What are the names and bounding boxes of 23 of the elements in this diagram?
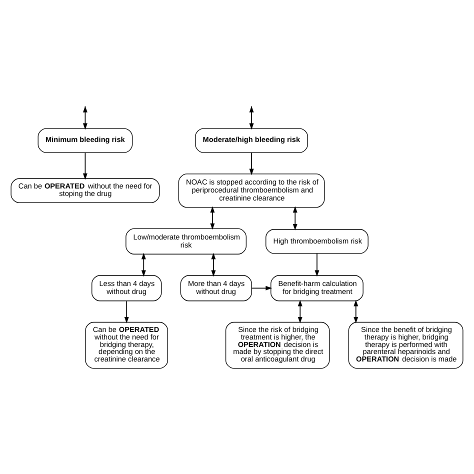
node-box: NOAC is stopped according to the risk of periprocedural thromboembolism and creatinine clearance (178, 173, 325, 208)
node-box: Less than 4 days without drug (92, 274, 162, 301)
arrow (292, 206, 298, 230)
arrow (141, 252, 146, 276)
node-box: Since the risk of bridging treatment is higher, the OPERATION decision is made by stopping the direct oral anticoagulant drug (225, 321, 330, 368)
arrow (249, 152, 254, 175)
node-box: Minimum bleeding risk (38, 128, 133, 152)
node-box: High thromboembolism risk (266, 228, 368, 254)
arrow (314, 252, 320, 276)
node-box: More than 4 days without drug (180, 274, 252, 301)
arrow (354, 299, 358, 323)
arrow (124, 300, 129, 323)
arrow (211, 252, 216, 276)
arrow (251, 285, 272, 290)
node-box: Benefit-harm calculation for bridging treatment (270, 274, 364, 301)
arrow (82, 152, 88, 180)
node-box: Moderate/high bleeding risk (195, 128, 308, 152)
arrow (210, 206, 215, 230)
node-box: Low/moderate thromboembolism risk (126, 228, 247, 254)
arrow (298, 299, 302, 323)
node-box: Since the benefit of bridging therapy is higher, bridging therapy is performed with parenteral heparinoids and OPERATION decision is made (348, 321, 464, 368)
node-box: Can be OPERATED without the need for bridging therapy, depending on the creatinine clearance (85, 321, 168, 368)
node-box: Can be OPERATED without the need for stoping the drug (10, 178, 160, 202)
